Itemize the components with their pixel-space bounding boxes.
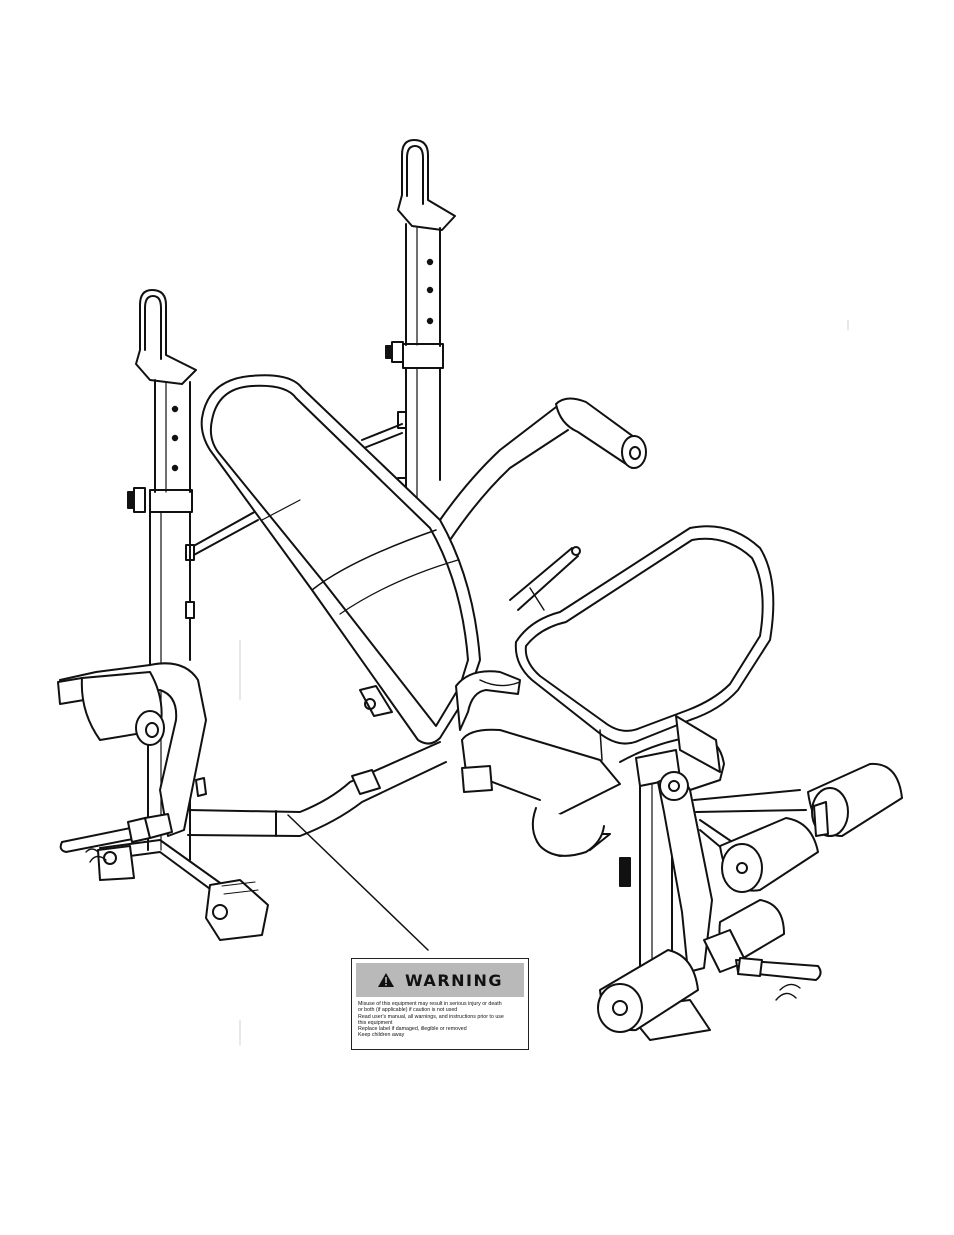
warning-triangle-icon xyxy=(377,972,395,988)
paper-marks xyxy=(239,319,849,1046)
adjustment-bar xyxy=(509,546,581,611)
rear-leg-rail xyxy=(439,397,647,541)
warning-text: Misuse of this equipment may result in s… xyxy=(352,997,528,1039)
warning-header: WARNING xyxy=(356,963,524,997)
seat-pad xyxy=(514,525,775,761)
warning-line: Replace label if damaged, illegible or r… xyxy=(358,1026,467,1033)
rear-cross-bar xyxy=(185,423,403,561)
warning-title: WARNING xyxy=(405,970,503,990)
warning-line: Keep children away xyxy=(358,1032,405,1039)
upper-leg-roller xyxy=(719,762,903,893)
warning-label: WARNING Misuse of this equipment may res… xyxy=(351,958,529,1050)
front-base xyxy=(97,839,269,941)
seat-support-box xyxy=(461,728,725,857)
warning-line: this equipment xyxy=(358,1019,393,1026)
main-frame-beam xyxy=(187,741,447,951)
warning-line: Misuse of this equipment may result in s… xyxy=(358,1001,502,1007)
preacher-arm xyxy=(57,662,207,837)
pad-hinge xyxy=(359,670,521,731)
back-pad xyxy=(200,374,481,745)
left-weight-post xyxy=(59,813,173,863)
warning-line: or both (if applicable) if caution is no… xyxy=(358,1007,458,1014)
leg-developer-arm xyxy=(657,771,807,973)
rear-upright xyxy=(385,139,456,501)
lower-leg-roller xyxy=(597,899,785,1033)
right-weight-post xyxy=(703,929,822,1001)
warning-line: Read user's manual, all warnings, and in… xyxy=(358,1013,504,1020)
